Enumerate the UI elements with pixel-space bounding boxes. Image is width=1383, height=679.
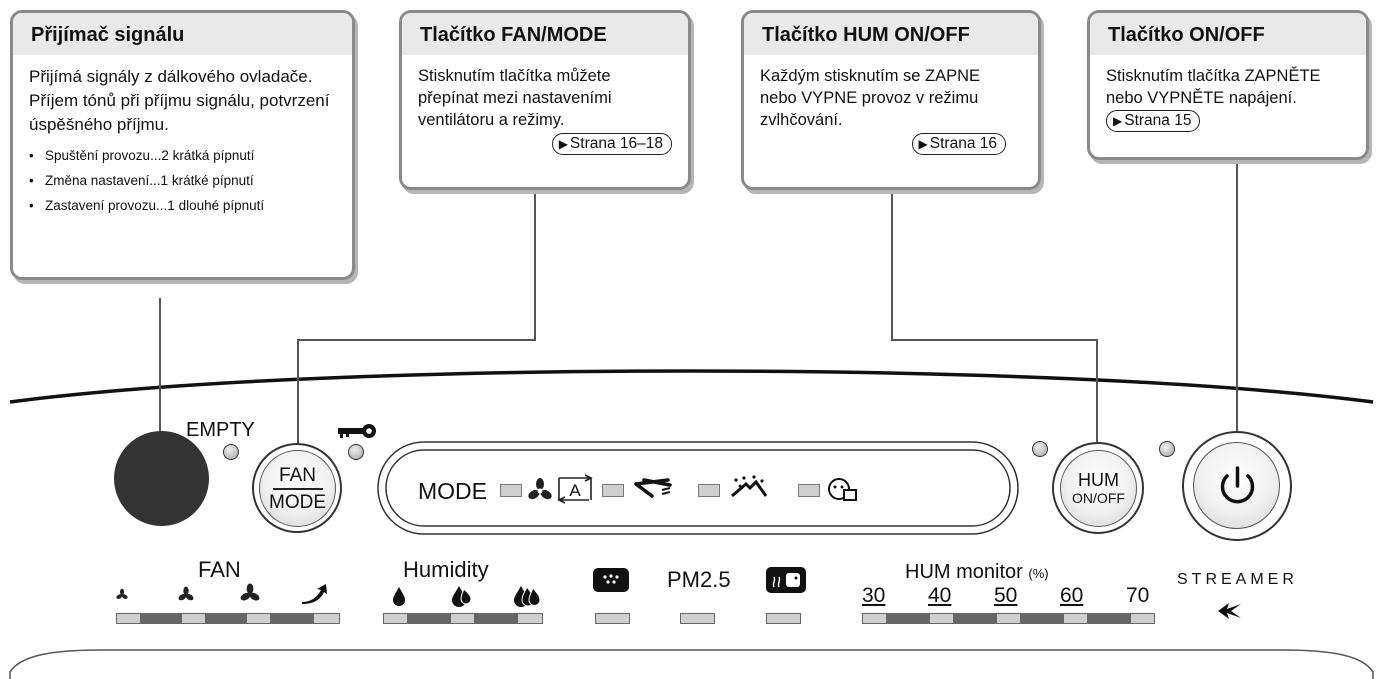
fan-mode-divider xyxy=(272,488,323,490)
power-button-face xyxy=(1193,442,1280,529)
empty-led xyxy=(223,444,239,460)
callout-text: Každým stisknutím se ZAPNE nebo VYPNE pr… xyxy=(760,67,981,129)
hum-tick-50: 50 xyxy=(994,584,1018,607)
callout-text: Stisknutím tlačítka můžete přepínat mezi… xyxy=(418,67,612,129)
receiver-leader xyxy=(159,298,161,438)
beep-item-stop: Zastavení provozu...1 dlouhé pípnutí xyxy=(29,193,338,218)
child-lock-led xyxy=(348,444,364,460)
callout-title: Tlačítko HUM ON/OFF xyxy=(744,13,1038,55)
hum-led xyxy=(1032,441,1048,457)
pm25-indicator xyxy=(680,613,715,624)
callout-title: Tlačítko FAN/MODE xyxy=(402,13,688,55)
hum-leader-v1 xyxy=(891,190,893,340)
page-ref-label: Strana 15 xyxy=(1124,112,1192,129)
power-button[interactable] xyxy=(1182,431,1292,541)
callout-title: Tlačítko ON/OFF xyxy=(1090,13,1366,55)
beep-item-change: Změna nastavení...1 krátké pípnutí xyxy=(29,168,338,193)
signal-receiver xyxy=(114,431,209,526)
fan-mode-top-label: FAN xyxy=(279,465,316,486)
mode-indicator-pollen xyxy=(698,484,720,497)
hum-monitor-title: HUM monitor xyxy=(905,561,1023,583)
page-ref-label: Strana 16 xyxy=(929,135,997,152)
callout-text: Stisknutím tlačítka ZAPNĚTE nebo VYPNĚTE… xyxy=(1106,67,1321,107)
hum-leader-h xyxy=(891,339,1098,341)
callout-text: Přijímá signály z dálkového ovladače. Př… xyxy=(29,67,330,134)
hum-leader-v2 xyxy=(1096,339,1098,451)
fan-mode-button[interactable]: FAN MODE xyxy=(252,443,342,533)
hum-monitor-label: HUM monitor (%) xyxy=(905,561,1049,584)
arrow-right-icon: ▶ xyxy=(558,137,568,151)
odor-icon xyxy=(766,567,806,593)
humidity-label: Humidity xyxy=(403,557,489,582)
circulator-icon xyxy=(634,478,672,498)
fan-leader-v2 xyxy=(297,339,299,451)
fan-turbo-icon xyxy=(302,584,327,604)
arrow-right-icon: ▶ xyxy=(918,137,928,151)
drop-high-icon xyxy=(514,586,541,607)
hum-tick-40: 40 xyxy=(928,584,952,607)
hum-monitor-unit: (%) xyxy=(1028,566,1049,581)
mode-indicator-auto xyxy=(500,484,522,497)
fan-mid-icon xyxy=(178,586,194,601)
pm25-label: PM2.5 xyxy=(667,567,731,592)
power-led xyxy=(1159,441,1175,457)
streamer-logo-icon xyxy=(1218,603,1241,619)
fan-speed-label: FAN xyxy=(198,557,241,582)
callout-title: Přijímač signálu xyxy=(13,13,352,55)
svg-text:A: A xyxy=(569,481,581,500)
child-lock-icon xyxy=(338,424,376,438)
auto-mode-icon: A xyxy=(557,474,593,504)
fan-low-icon xyxy=(116,588,128,599)
hum-button-top-label: HUM xyxy=(1078,470,1119,490)
hum-button-face: HUM ON/OFF xyxy=(1060,450,1137,527)
dust-icon xyxy=(593,568,629,592)
mode-indicator-circulator xyxy=(602,484,624,497)
fan-mode-button-face: FAN MODE xyxy=(259,450,336,527)
hum-tick-70: 70 xyxy=(1126,584,1150,607)
hum-tick-30: 30 xyxy=(862,584,886,607)
pollen-icon xyxy=(731,475,768,498)
drop-low-icon xyxy=(393,587,405,606)
page-ref[interactable]: ▶Strana 16 xyxy=(911,133,1006,155)
callout-power-button: Tlačítko ON/OFF Stisknutím tlačítka ZAPN… xyxy=(1087,10,1369,160)
hum-tick-60: 60 xyxy=(1060,584,1084,607)
hum-button-bottom-label: ON/OFF xyxy=(1072,490,1125,506)
callout-hum-button: Tlačítko HUM ON/OFF Každým stisknutím se… xyxy=(741,10,1041,190)
fan-speed-icons xyxy=(116,583,327,604)
fan-leader-h xyxy=(297,339,536,341)
mode-label: MODE xyxy=(418,478,487,504)
beep-item-start: Spuštění provozu...2 krátká pípnutí xyxy=(29,143,338,168)
callout-signal-receiver: Přijímač signálu Přijímá signály z dálko… xyxy=(10,10,355,280)
arrow-right-icon: ▶ xyxy=(1113,114,1123,128)
streamer-label: STREAMER xyxy=(1177,571,1298,588)
drop-mid-icon xyxy=(452,586,472,607)
quiet-face-icon xyxy=(828,478,857,501)
fan-mode-bottom-label: MODE xyxy=(269,491,326,513)
hum-onoff-button[interactable]: HUM ON/OFF xyxy=(1052,442,1144,534)
power-leader xyxy=(1236,160,1238,450)
humidity-drop-icons xyxy=(393,586,541,607)
page-ref-label: Strana 16–18 xyxy=(569,135,663,152)
odor-indicator xyxy=(766,613,801,624)
fan-leader-v1 xyxy=(534,190,536,340)
page-ref[interactable]: ▶Strana 15 xyxy=(1106,110,1201,132)
page-ref[interactable]: ▶Strana 16–18 xyxy=(551,133,672,155)
mode-indicator-quiet xyxy=(798,484,820,497)
fan-high-icon xyxy=(240,583,260,601)
callout-fan-mode-button: Tlačítko FAN/MODE Stisknutím tlačítka mů… xyxy=(399,10,691,190)
power-icon xyxy=(1220,466,1255,504)
dust-indicator xyxy=(595,613,630,624)
empty-label: EMPTY xyxy=(186,419,255,441)
fan-icon xyxy=(528,478,552,500)
